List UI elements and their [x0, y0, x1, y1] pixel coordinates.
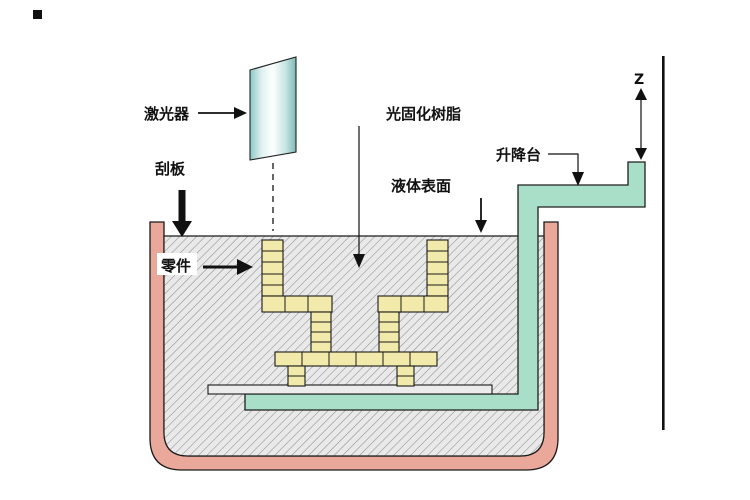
corner-mark [33, 10, 42, 19]
build-plate [207, 384, 493, 395]
printed-part [261, 239, 449, 387]
liquid-resin [163, 235, 545, 457]
lift-platform-shape [244, 161, 646, 411]
machine-frame-line [662, 56, 665, 430]
liquid-surface-label: 液体表面 [391, 177, 451, 195]
part-callout: 零件 [157, 253, 253, 275]
liquid-surface-callout: 液体表面 [391, 177, 487, 233]
z-axis-indicator: Z [634, 72, 647, 160]
resin-label: 光固化树脂 [385, 105, 461, 123]
laser-device [249, 56, 297, 161]
z-axis-label: Z [634, 72, 644, 88]
lift-platform-callout: 升降台 [496, 146, 584, 186]
resin-callout: 光固化树脂 [353, 105, 461, 268]
part-label: 零件 [160, 257, 191, 275]
scraper-label: 刮板 [155, 160, 186, 178]
laser-callout: 激光器 [144, 105, 247, 123]
lift-platform-label: 升降台 [496, 146, 541, 164]
scraper-arrow [172, 190, 192, 237]
laser-label: 激光器 [144, 105, 190, 123]
